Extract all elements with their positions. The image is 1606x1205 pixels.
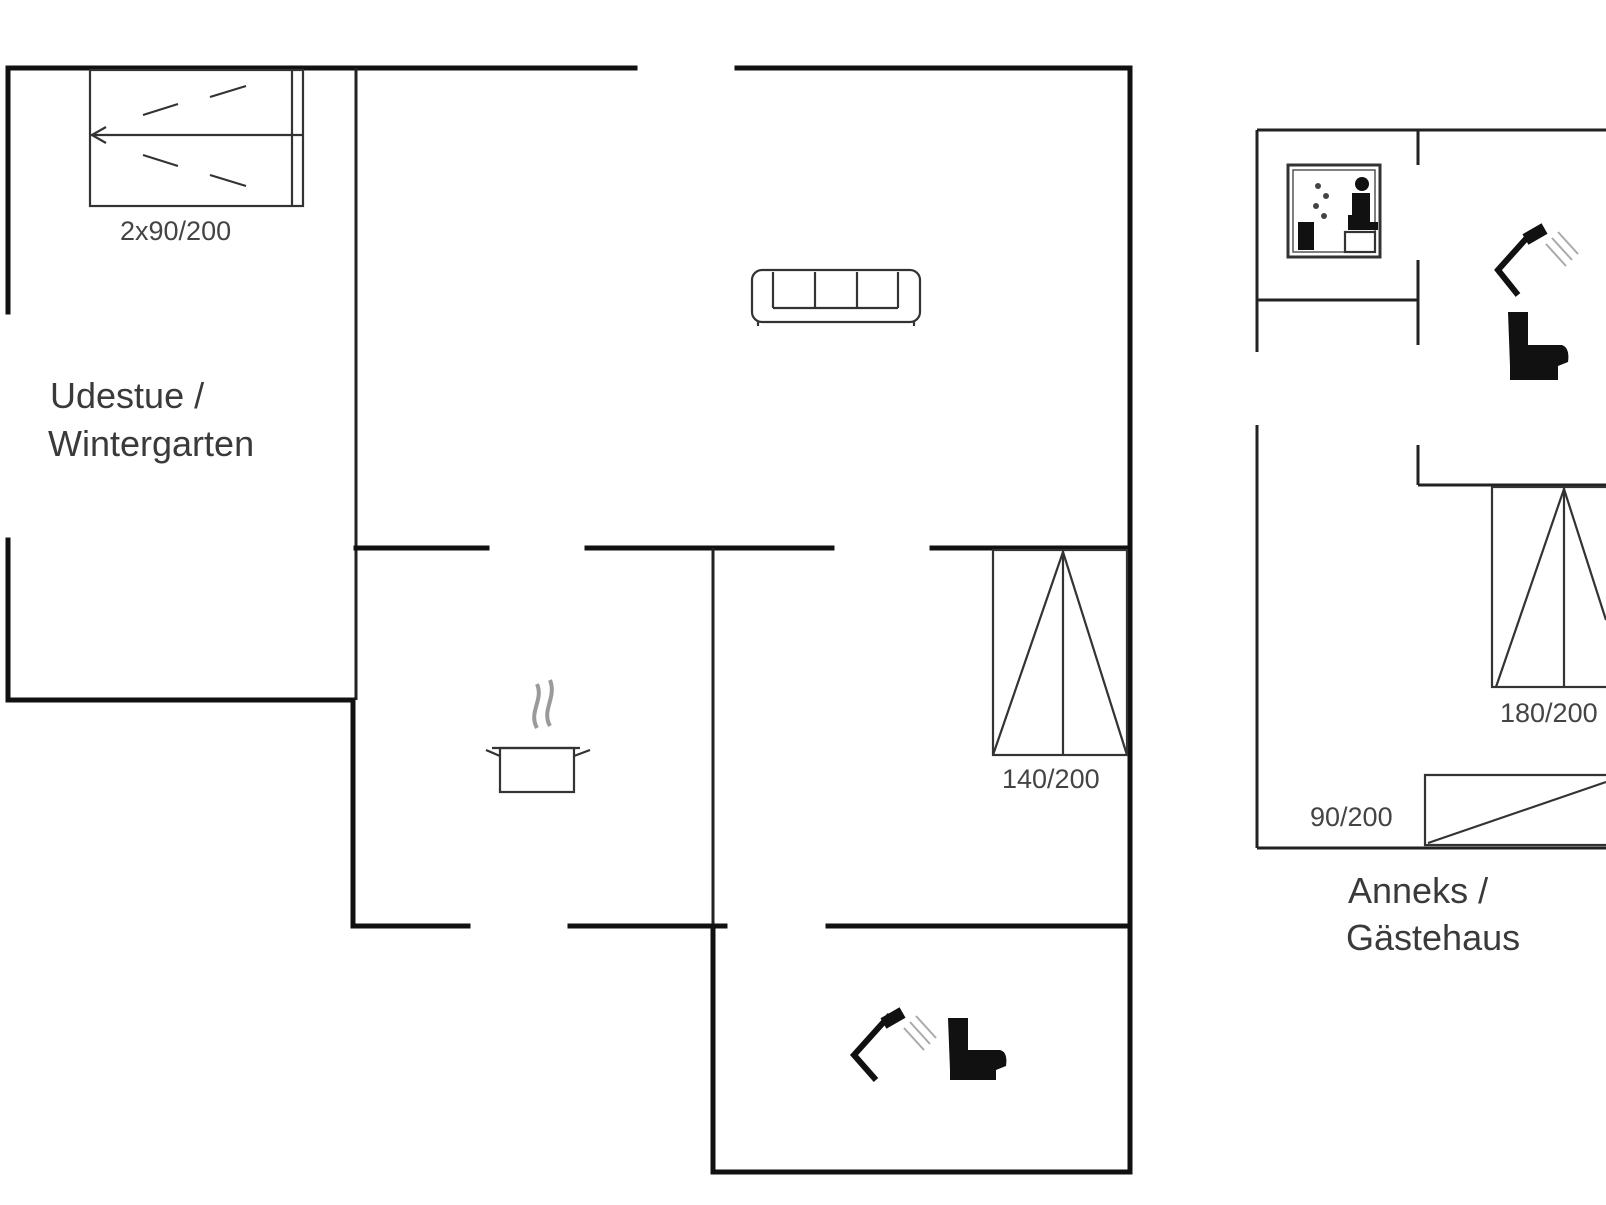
bed-icon: [88, 68, 305, 208]
sauna-icon: [1286, 163, 1382, 259]
annex-double-bed-size: 180/200: [1500, 698, 1598, 728]
wintergarden-label-line1: Udestue /: [50, 375, 204, 416]
bed-icon: [1490, 485, 1606, 689]
wintergarden-bed-size: 2x90/200: [120, 216, 231, 246]
toilet-icon: [1508, 312, 1569, 380]
annex-walls: [1255, 128, 1606, 850]
wintergarden-label-line2: Wintergarten: [48, 423, 254, 464]
bed-icon: [1423, 773, 1606, 847]
annex-label-line1: Anneks /: [1348, 870, 1488, 911]
annex-single-bed-size: 90/200: [1310, 802, 1393, 832]
cooking-pot-icon: [485, 679, 591, 794]
shower-icon: [1494, 223, 1579, 297]
shower-icon: [849, 1007, 937, 1082]
main-bed-size: 140/200: [1002, 764, 1100, 794]
main-house-walls: [5, 65, 1133, 1175]
bed-icon: [991, 548, 1129, 757]
toilet-icon: [948, 1018, 1007, 1080]
annex-label-line2: Gästehaus: [1346, 917, 1520, 958]
sofa-icon: [750, 268, 922, 326]
